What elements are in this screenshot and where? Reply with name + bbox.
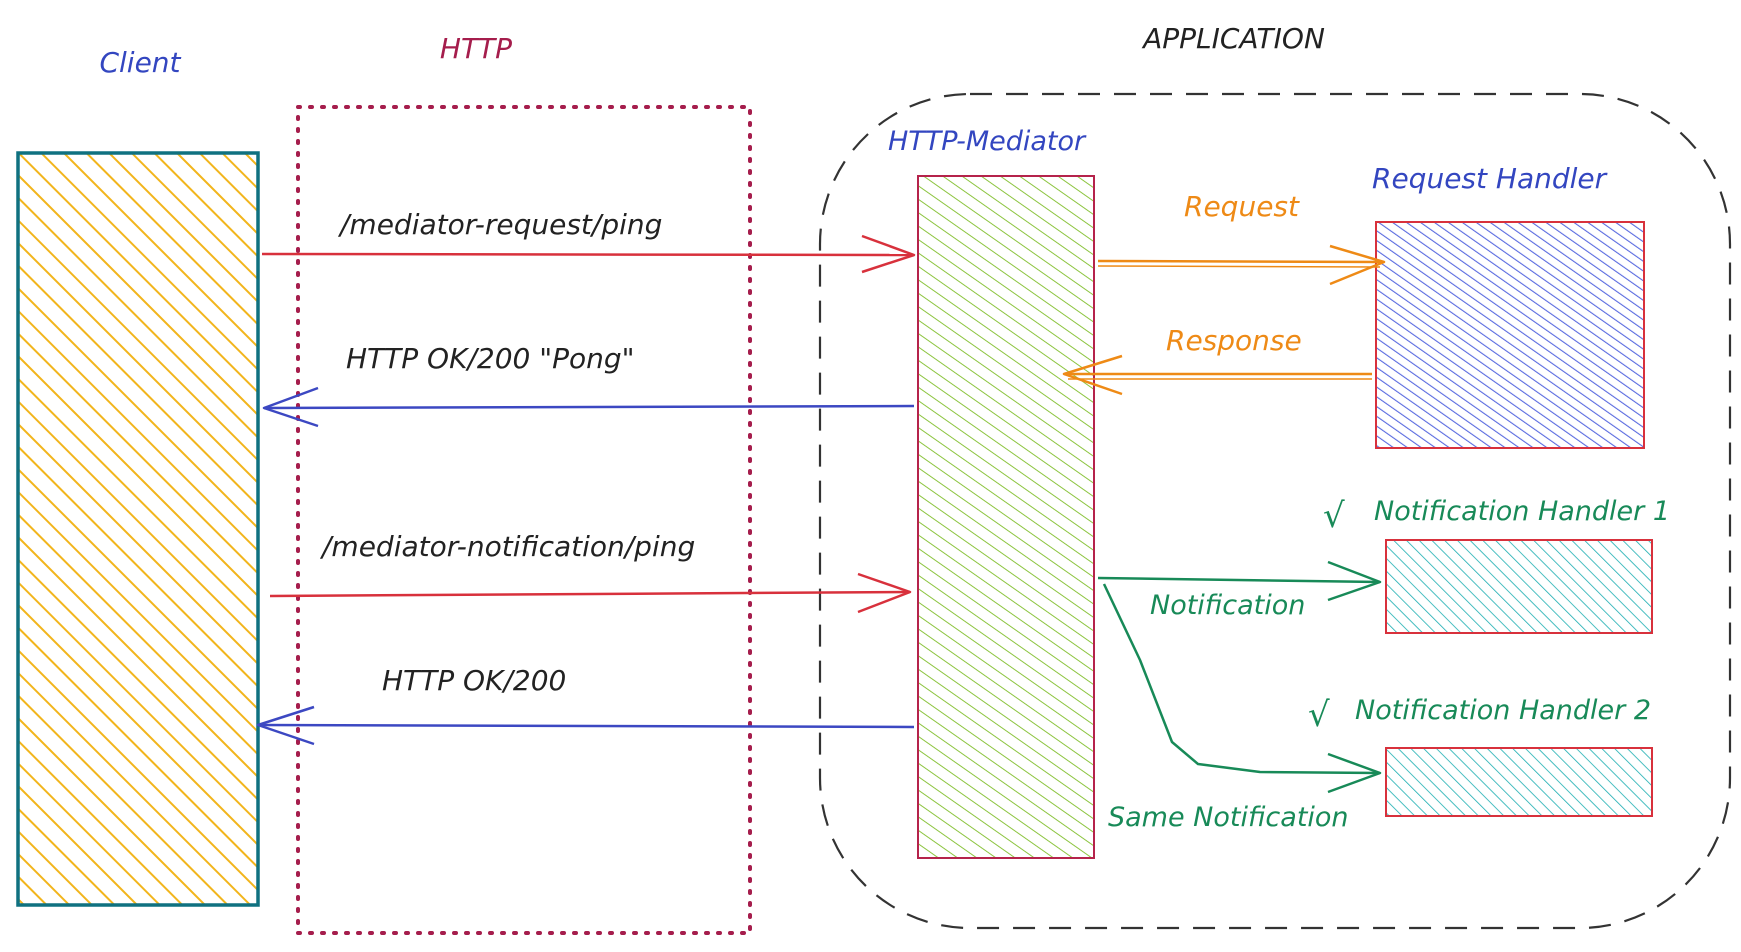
client-box <box>16 151 260 907</box>
response-arrow <box>1062 354 1372 396</box>
pong-response-label: HTTP OK/200 "Pong" <box>346 342 635 375</box>
mediator-label: HTTP-Mediator <box>888 126 1087 157</box>
same-notification-arrow <box>1102 583 1382 794</box>
pong-response-arrow <box>262 386 915 428</box>
notification-handler-1-label: Notification Handler 1 <box>1374 496 1670 527</box>
notification-arrow <box>1097 560 1382 602</box>
mediator-notification-arrow <box>269 572 912 614</box>
request-arrow <box>1097 244 1386 286</box>
client-column-label: Client <box>99 46 181 79</box>
notification-handler-1-box <box>1385 539 1653 634</box>
same-notification-label: Same Notification <box>1108 802 1349 833</box>
notification-handler-2-label: Notification Handler 2 <box>1355 695 1651 726</box>
notification-handler-2-box <box>1385 747 1653 817</box>
mediator-notification-label: /mediator-notification/ping <box>319 530 695 563</box>
response-label: Response <box>1166 324 1302 357</box>
request-handler-label: Request Handler <box>1372 162 1608 195</box>
request-handler-box <box>1375 221 1645 449</box>
application-region <box>818 92 1732 930</box>
mediator-box <box>917 175 1095 859</box>
http-column-label: HTTP <box>440 32 512 65</box>
check-icon: √ <box>1308 695 1330 735</box>
ok-response-arrow <box>256 705 915 746</box>
notification-label: Notification <box>1150 590 1305 621</box>
mediator-request-arrow <box>261 234 916 274</box>
check-icon: √ <box>1323 496 1345 536</box>
mediator-request-label: /mediator-request/ping <box>337 208 662 241</box>
application-column-label: APPLICATION <box>1141 22 1325 55</box>
request-label: Request <box>1184 190 1300 223</box>
ok-response-label: HTTP OK/200 <box>382 664 566 697</box>
http-region <box>296 105 752 935</box>
